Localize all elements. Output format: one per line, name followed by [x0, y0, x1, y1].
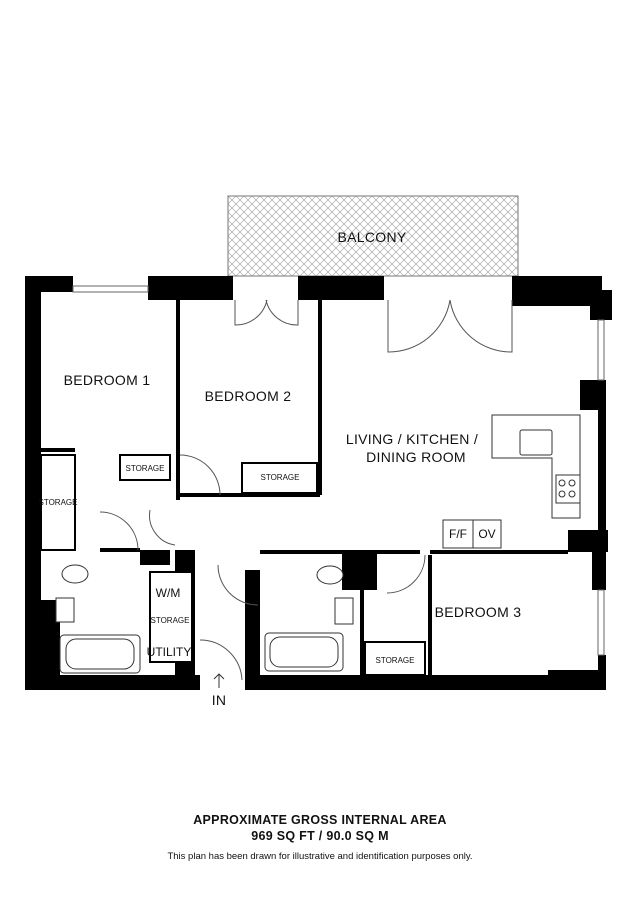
entrance-label: IN — [212, 692, 227, 708]
interior-walls — [41, 300, 568, 675]
storage-label-bedroom2: STORAGE — [261, 473, 300, 482]
living-label-line1: LIVING / KITCHEN / — [346, 431, 478, 447]
disclaimer: This plan has been drawn for illustrativ… — [167, 851, 473, 862]
utility-label: UTILITY — [147, 645, 192, 659]
storage-label-utility: STORAGE — [151, 616, 190, 625]
living-label-line2: DINING ROOM — [366, 449, 466, 465]
oven-label: OV — [478, 527, 495, 541]
balcony-label: BALCONY — [337, 229, 406, 245]
balcony-area — [227, 195, 519, 277]
windows — [72, 285, 605, 656]
area-value: 969 SQ FT / 90.0 SQ M — [251, 829, 389, 843]
storage-label-bedroom1: STORAGE — [126, 464, 165, 473]
storage-label-bedroom3: STORAGE — [376, 656, 415, 665]
doors — [99, 299, 513, 681]
area-title: APPROXIMATE GROSS INTERNAL AREA — [193, 813, 447, 827]
bathroom-fixtures — [55, 564, 354, 674]
bedroom1-label: BEDROOM 1 — [64, 372, 151, 388]
fridge-freezer-label: F/F — [449, 527, 467, 541]
washing-machine-label: W/M — [156, 586, 181, 600]
storage-units — [40, 454, 426, 676]
bedroom2-label: BEDROOM 2 — [205, 388, 292, 404]
storage-label-hall: STORAGE — [39, 498, 78, 507]
bedroom3-label: BEDROOM 3 — [435, 604, 522, 620]
entrance-arrow-icon — [213, 673, 225, 688]
kitchen-counter — [442, 414, 581, 549]
